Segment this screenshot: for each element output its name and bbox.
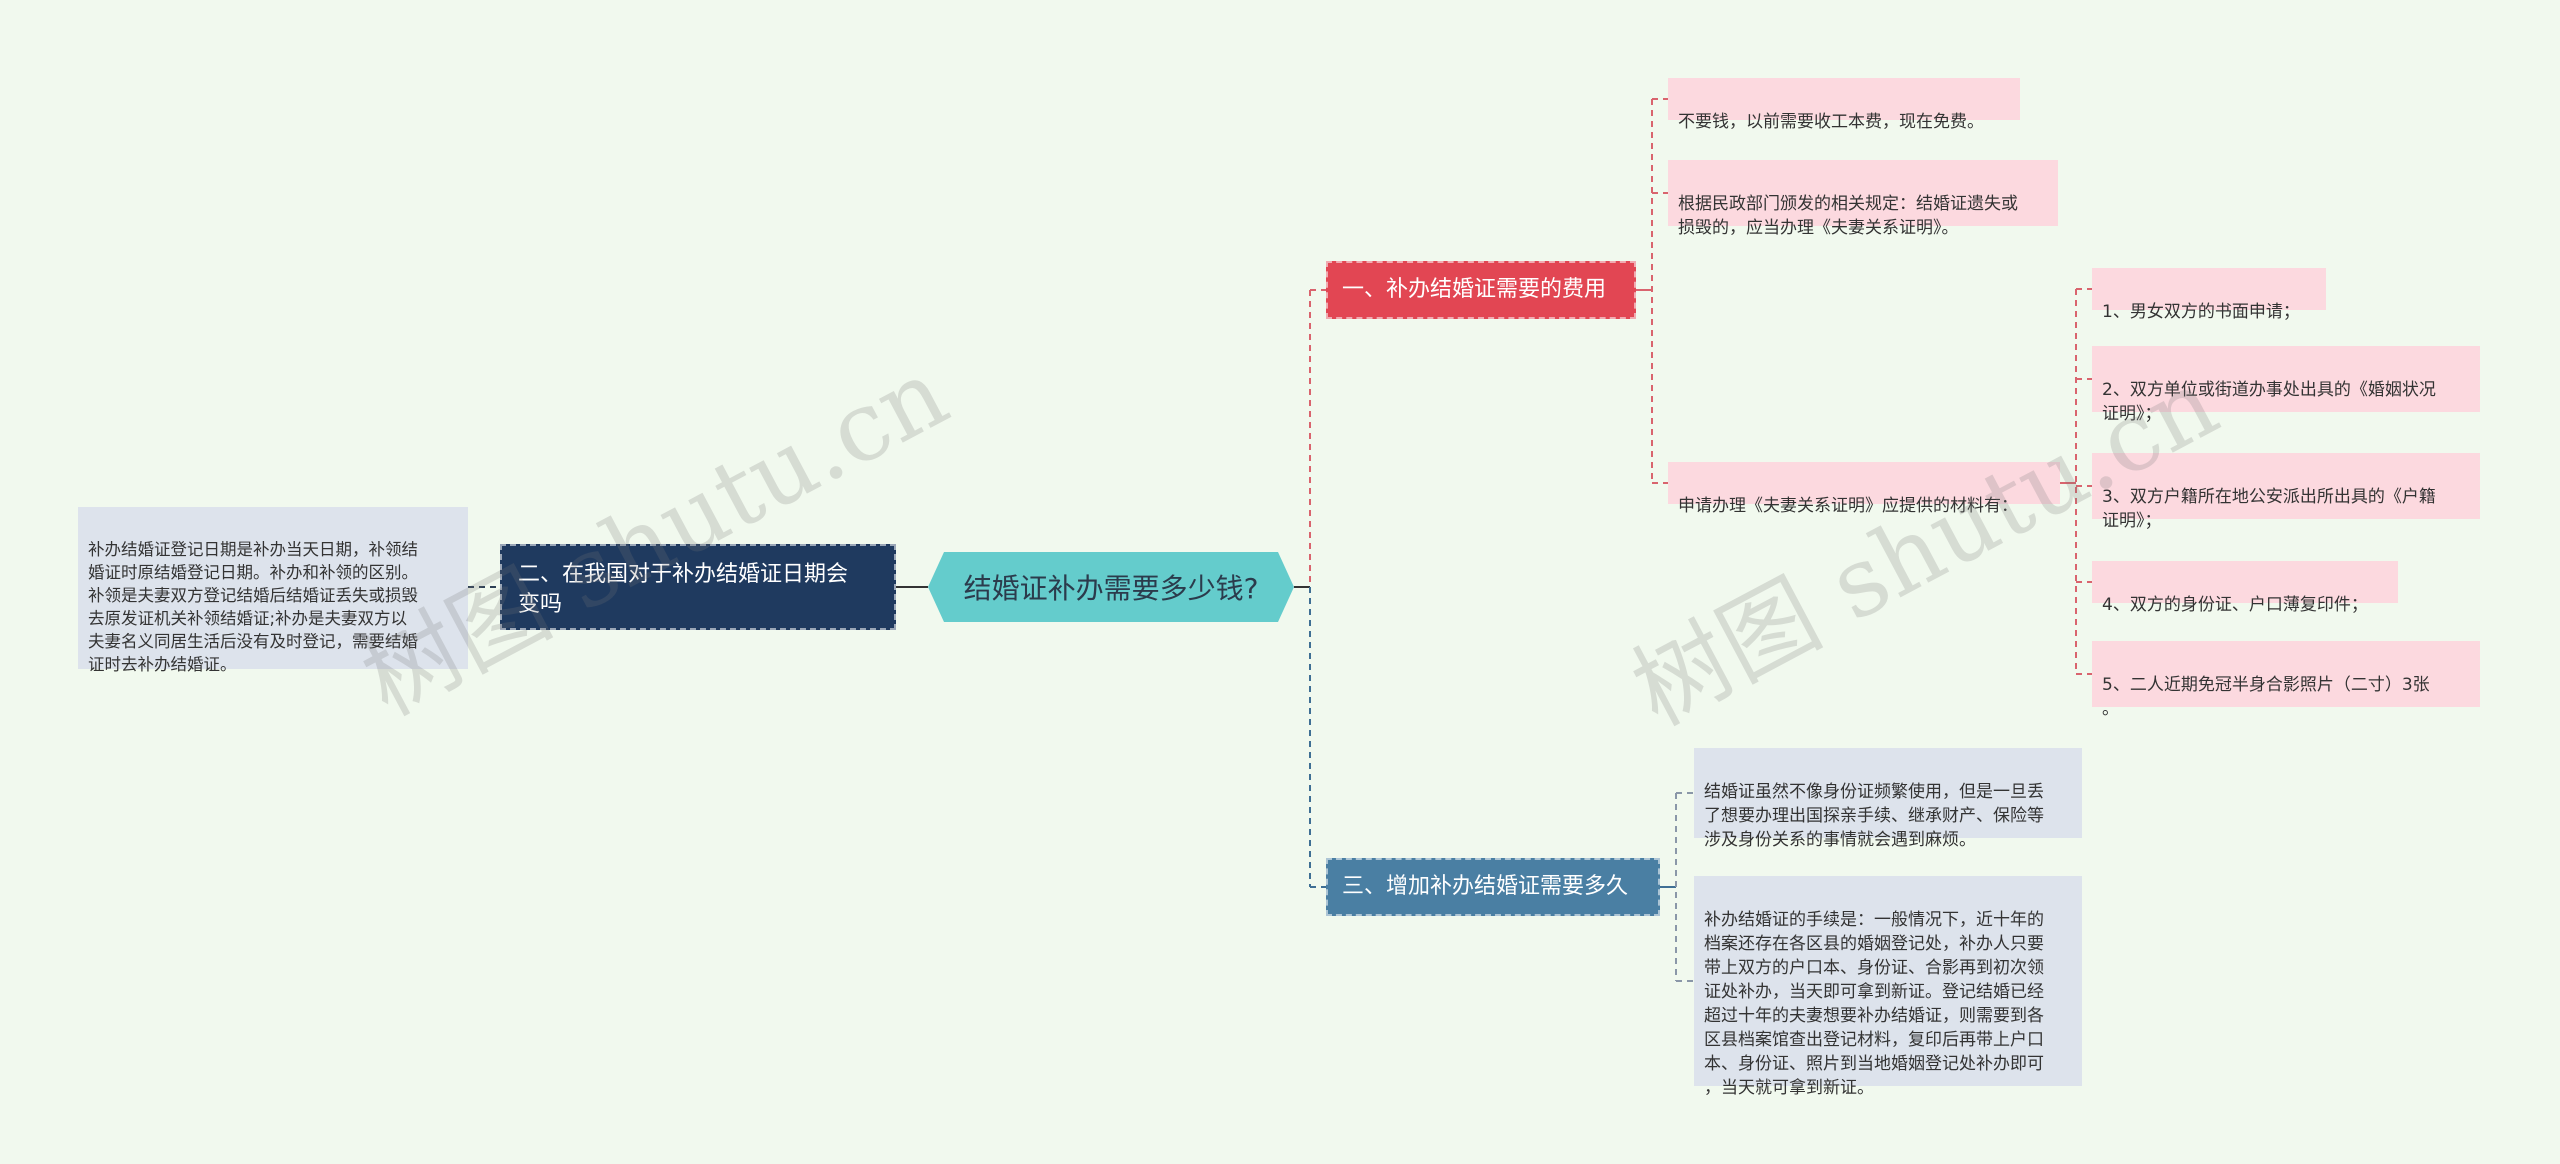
branch-cost-label: 一、补办结婚证需要的费用	[1342, 277, 1607, 302]
time-item-trouble[interactable]: 结婚证虽然不像身份证频繁使用，但是一旦丢 了想要办理出国探亲手续、继承财产、保险…	[1694, 748, 2082, 850]
branch-date[interactable]: 二、在我国对于补办结婚证日期会 变吗	[500, 544, 896, 630]
root-topic-label: 结婚证补办需要多少钱?	[963, 572, 1259, 605]
material-item-3[interactable]: 3、双方户籍所在地公安派出所出具的《户籍 证明》；	[2092, 453, 2480, 531]
branch-time[interactable]: 三、增加补办结婚证需要多久	[1326, 858, 1660, 916]
branch-date-label: 二、在我国对于补办结婚证日期会 变吗	[518, 562, 849, 617]
material-item-4[interactable]: 4、双方的身份证、户口薄复印件；	[2092, 561, 2398, 615]
material-item-2[interactable]: 2、双方单位或街道办事处出具的《婚姻状况 证明》；	[2092, 346, 2480, 424]
root-topic[interactable]: 结婚证补办需要多少钱?	[928, 552, 1294, 622]
time-item-procedure[interactable]: 补办结婚证的手续是：一般情况下，近十年的 档案还存在各区县的婚姻登记处，补办人只…	[1694, 876, 2082, 1098]
branch-cost[interactable]: 一、补办结婚证需要的费用	[1326, 261, 1636, 319]
cost-item-materials[interactable]: 申请办理《夫妻关系证明》应提供的材料有：	[1668, 462, 2060, 516]
branch-time-label: 三、增加补办结婚证需要多久	[1342, 874, 1629, 899]
cost-item-regulation[interactable]: 根据民政部门颁发的相关规定：结婚证遗失或 损毁的，应当办理《夫妻关系证明》。	[1668, 160, 2058, 238]
material-item-1[interactable]: 1、男女双方的书面申请；	[2092, 268, 2326, 322]
material-item-5[interactable]: 5、二人近期免冠半身合影照片（二寸）3张 。	[2092, 641, 2480, 719]
date-detail[interactable]: 补办结婚证登记日期是补办当天日期，补领结 婚证时原结婚登记日期。补办和补领的区别…	[78, 507, 468, 674]
cost-item-free[interactable]: 不要钱，以前需要收工本费，现在免费。	[1668, 78, 2020, 132]
